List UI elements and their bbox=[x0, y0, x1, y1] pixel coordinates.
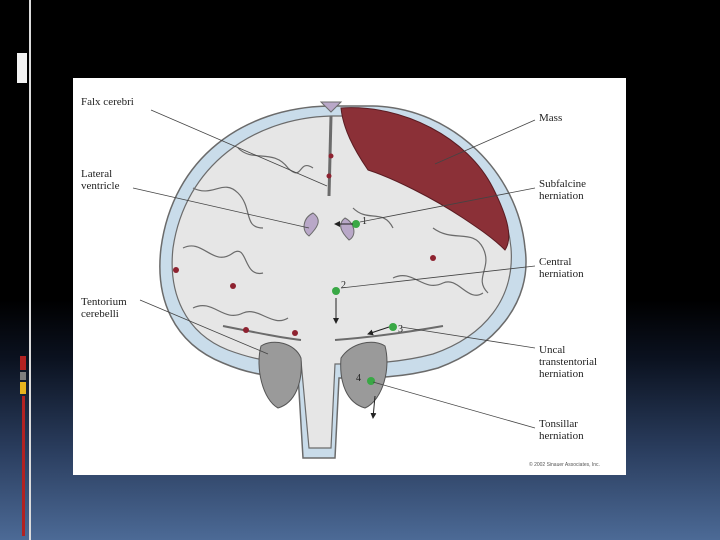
vessel-dot bbox=[173, 267, 179, 273]
vessel-dot bbox=[292, 330, 298, 336]
herniation-marker bbox=[389, 323, 397, 331]
vessel-dot bbox=[328, 153, 334, 159]
marker-number: 2 bbox=[341, 280, 346, 291]
brain-herniation-figure: 1 2 3 4 Falx cerebri Lateral ventricle T… bbox=[73, 78, 626, 475]
label-falx-cerebri: Falx cerebri bbox=[81, 96, 134, 108]
herniation-marker bbox=[367, 377, 375, 385]
herniation-marker bbox=[352, 220, 360, 228]
leader-lines bbox=[132, 109, 536, 429]
mass-lesion bbox=[340, 107, 510, 251]
vessel-dot bbox=[326, 173, 332, 179]
vessel-dot bbox=[230, 283, 236, 289]
marker-number: 4 bbox=[356, 373, 361, 384]
lateral-ventricle-left bbox=[303, 212, 319, 237]
vessel-dot bbox=[243, 327, 249, 333]
brain-diagram: 1 2 3 4 bbox=[132, 101, 536, 459]
herniation-arrow bbox=[367, 326, 390, 336]
copyright-credit: © 2002 Sinauer Associates, Inc. bbox=[529, 462, 600, 468]
vessel-dot bbox=[430, 255, 436, 261]
marker-number: 3 bbox=[398, 324, 403, 335]
label-lateral-ventricle: Lateral ventricle bbox=[81, 168, 120, 192]
label-uncal-herniation: Uncal transtentorial herniation bbox=[539, 344, 598, 380]
accent-bar-red-long bbox=[22, 396, 25, 536]
herniation-arrow bbox=[370, 395, 377, 419]
left-divider bbox=[29, 0, 31, 540]
gyri-left bbox=[182, 147, 314, 322]
tentorium bbox=[222, 325, 444, 341]
accent-bar-red bbox=[20, 356, 26, 370]
sagittal-sinus bbox=[319, 101, 343, 113]
cerebellum-left bbox=[258, 341, 302, 409]
label-central-herniation: Central herniation bbox=[539, 256, 584, 280]
label-tonsillar-herniation: Tonsillar herniation bbox=[539, 418, 584, 442]
accent-bar-yellow bbox=[20, 382, 26, 394]
label-subfalcine-herniation: Subfalcine herniation bbox=[539, 178, 587, 202]
accent-bar-gray bbox=[20, 372, 26, 380]
label-mass: Mass bbox=[539, 112, 563, 124]
herniation-marker bbox=[332, 287, 340, 295]
cerebellum-right bbox=[340, 341, 388, 409]
label-tentorium-cerebelli: Tentorium cerebelli bbox=[81, 296, 127, 320]
slide-corner-mark bbox=[17, 53, 27, 83]
